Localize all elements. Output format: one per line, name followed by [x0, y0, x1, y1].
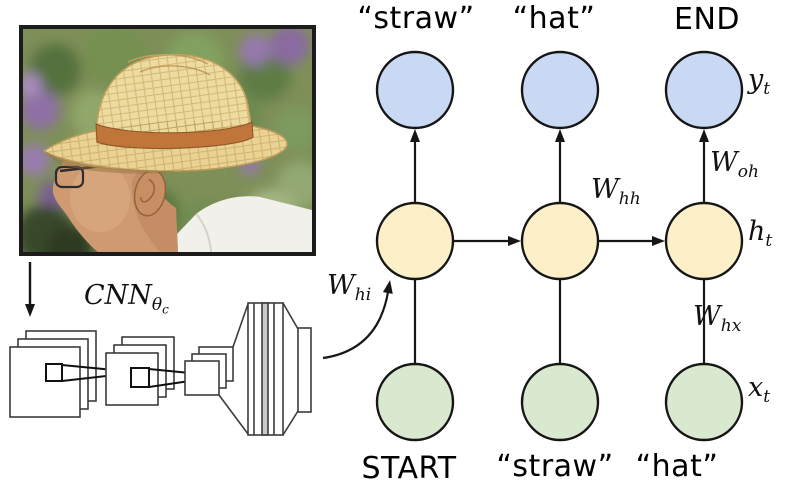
- rnn-nodes: [375, 50, 744, 442]
- input-var-label-xt: xt: [748, 372, 771, 407]
- output-node: [520, 50, 600, 130]
- output-node: [375, 50, 455, 130]
- hidden-var-label-ht: ht: [748, 216, 773, 251]
- hidden-node: [664, 201, 744, 281]
- cnn-label-base: CNN: [84, 280, 152, 311]
- input-node: [520, 362, 600, 442]
- cnn-convolution-layers-sketch: [9, 302, 312, 436]
- weight-label-whi: Whi: [327, 270, 372, 305]
- output-word-label: “straw”: [357, 1, 475, 36]
- weight-label-whh: Whh: [591, 174, 641, 209]
- white-shirt: [160, 196, 312, 252]
- cnn-label-subsub: c: [162, 302, 169, 317]
- man-profile-face: [52, 156, 178, 252]
- input-word-label: START: [361, 451, 457, 486]
- cnn-to-hidden-arrow: [322, 280, 393, 360]
- man-in-straw-hat-photo: [19, 25, 316, 256]
- rnn-arrows: [410, 129, 709, 363]
- hidden-node: [520, 201, 600, 281]
- hat-band: [95, 121, 254, 149]
- cnn-label-sub: θ: [151, 294, 163, 315]
- input-node: [375, 362, 455, 442]
- output-var-label-yt: yt: [748, 64, 771, 99]
- straw-hat: [42, 54, 288, 174]
- hidden-node: [375, 201, 455, 281]
- weight-label-whx: Whx: [693, 301, 742, 336]
- input-node: [664, 362, 744, 442]
- input-word-label: “straw”: [496, 449, 614, 484]
- cnn-label: CNNθc: [84, 280, 169, 316]
- output-node: [664, 50, 744, 130]
- input-word-label: “hat”: [635, 449, 719, 484]
- output-word-label: “hat”: [512, 1, 596, 36]
- weight-label-woh: Woh: [710, 147, 759, 182]
- output-word-label: END: [674, 2, 740, 37]
